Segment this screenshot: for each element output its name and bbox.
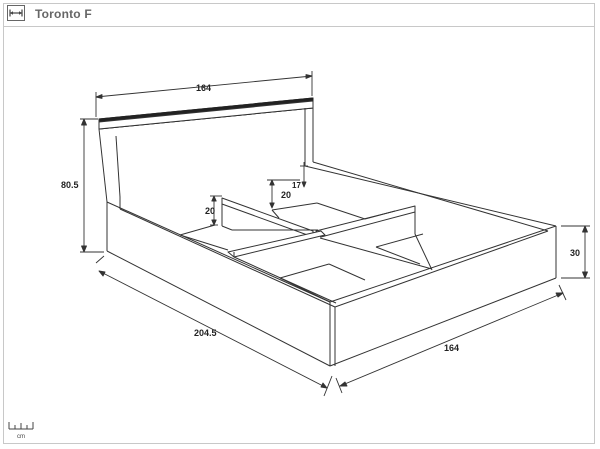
headboard-width-label: 164	[196, 83, 211, 93]
bed-frame	[106, 161, 557, 367]
header-divider	[3, 26, 595, 27]
divider-mid-label: 20	[281, 190, 291, 200]
frame-height-label: 30	[570, 248, 580, 258]
dimension-lines	[80, 71, 590, 397]
headboard	[98, 97, 314, 203]
scale-unit: cm	[17, 434, 25, 440]
ruler-icon: cm	[8, 422, 34, 440]
length-label: 204.5	[194, 328, 217, 338]
height-label: 80.5	[61, 180, 79, 190]
divider-back-label: 17	[292, 181, 301, 190]
dimensions-icon	[7, 5, 25, 21]
page-title: Toronto F	[35, 7, 92, 21]
width-label: 164	[444, 343, 459, 353]
drawing-frame	[3, 3, 595, 444]
storage-dividers	[179, 197, 433, 304]
header	[3, 3, 595, 27]
divider-front-label: 20	[205, 206, 215, 216]
